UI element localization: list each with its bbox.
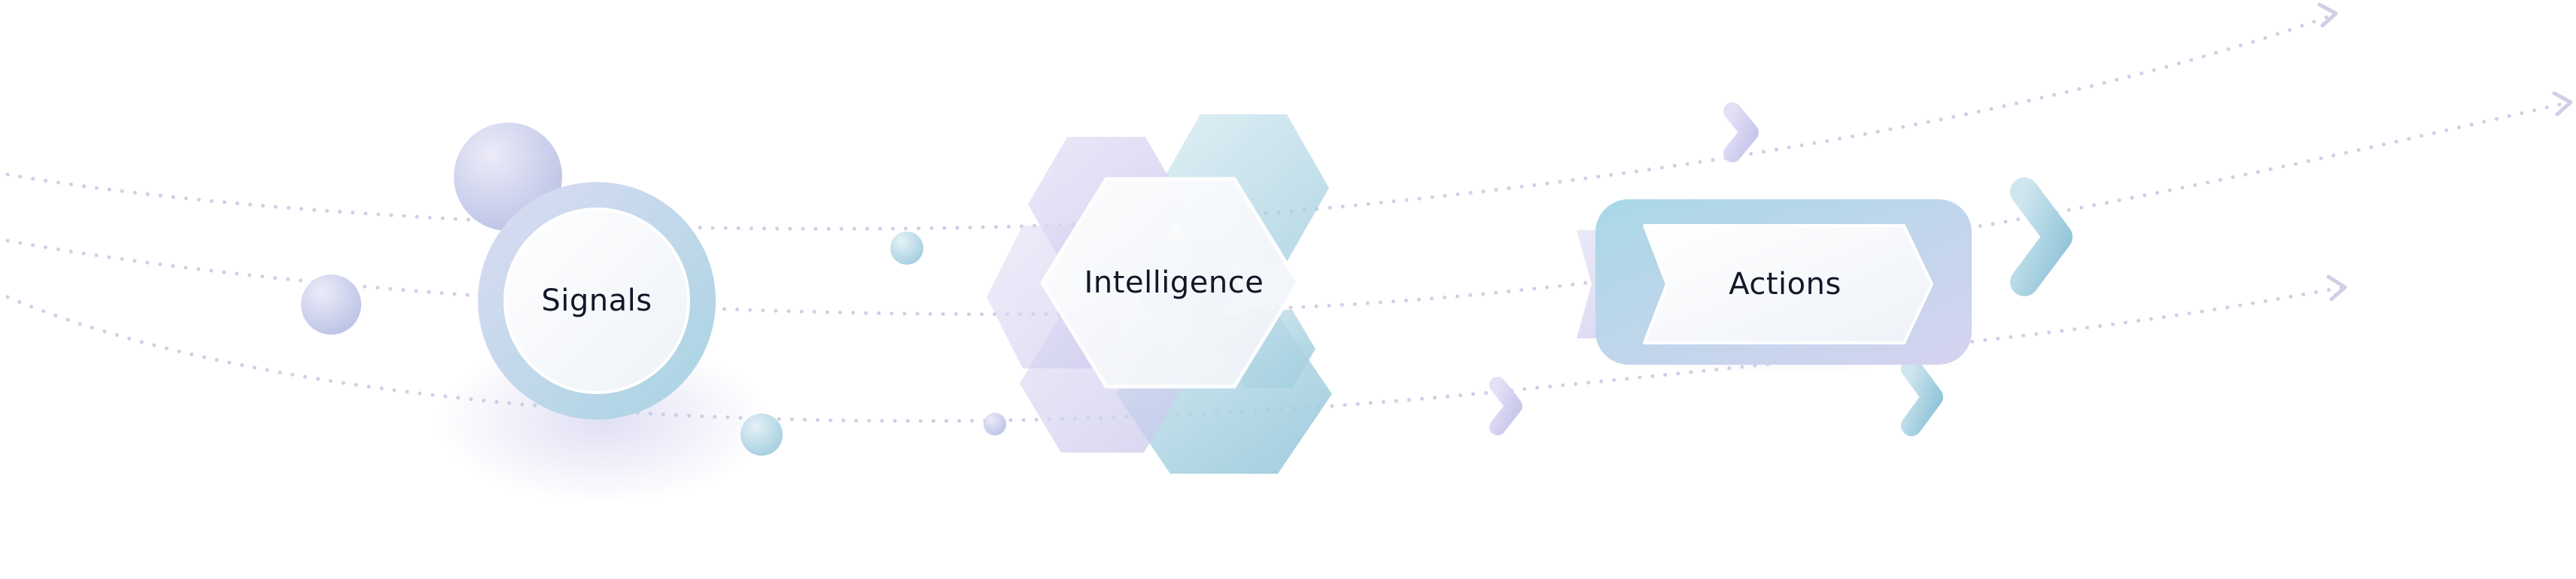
stage-intelligence [987, 114, 1332, 474]
stage-signals [436, 123, 768, 504]
signals-inner [503, 208, 690, 394]
chevron-arrow-icon [1901, 358, 1943, 436]
intelligence-core [1040, 177, 1300, 389]
stage-actions [1577, 199, 1975, 376]
intelligence-label: Intelligence [1084, 265, 1264, 300]
sphere-icon [301, 274, 361, 335]
flow-path-top [5, 11, 2339, 231]
sphere-icon [890, 232, 923, 265]
arrow-head-icon [2326, 274, 2347, 302]
arrow-head-icon [2552, 91, 2573, 117]
actions-label: Actions [1729, 267, 1842, 302]
chevron-arrow-icon [1489, 377, 1522, 435]
flow-path-upper [5, 100, 2572, 317]
decor-chevrons [1489, 102, 2073, 436]
sphere-icon [984, 413, 1006, 435]
actions-arrow-panel [1643, 224, 1933, 344]
arrow-head-icons [2317, 2, 2573, 302]
arrow-head-icon [2317, 2, 2338, 28]
chevron-arrow-icon [2010, 177, 2073, 296]
flow-paths [5, 11, 2572, 423]
flow-path-lower [5, 285, 2346, 423]
signals-label: Signals [541, 283, 652, 318]
chevron-arrow-icon [1723, 102, 1759, 162]
